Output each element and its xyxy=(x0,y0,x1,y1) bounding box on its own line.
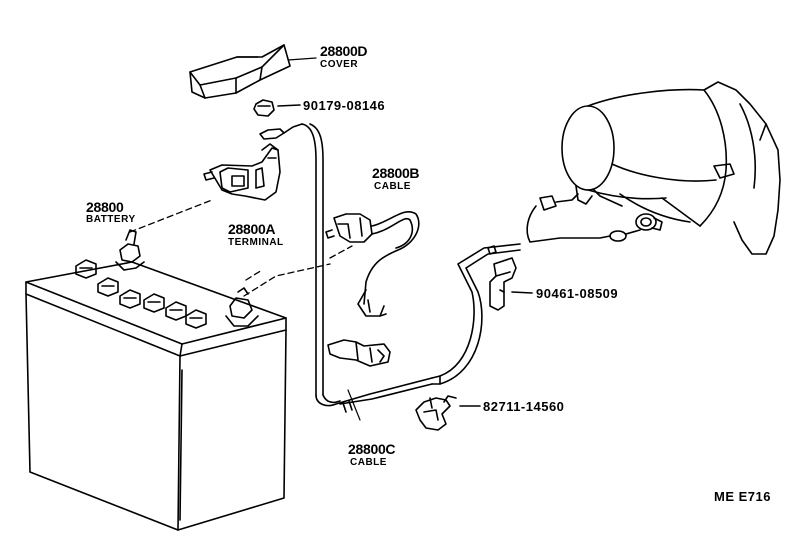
diagram-code: ME E716 xyxy=(714,489,771,504)
leader-lines xyxy=(129,199,353,297)
battery-part-number: 28800 xyxy=(86,199,124,215)
cable-b-part-name: CABLE xyxy=(374,181,411,192)
cover-part-name: COVER xyxy=(320,59,359,70)
starter-motor xyxy=(526,81,781,255)
terminal-part-number: 28800A xyxy=(228,221,276,237)
cover-part-number: 28800D xyxy=(320,43,368,59)
nut-part-number: 90179-08146 xyxy=(303,98,386,113)
main-cable xyxy=(259,123,521,413)
cable-b-part-number: 28800B xyxy=(372,165,420,181)
clip-part-number: 82711-14560 xyxy=(483,399,565,414)
terminal-part xyxy=(203,143,281,201)
connector-part xyxy=(327,339,391,367)
cover-part xyxy=(189,44,291,99)
clamp-part xyxy=(489,257,533,311)
cable-b-part xyxy=(325,211,420,317)
nut-part xyxy=(253,99,301,117)
label-leaders xyxy=(287,57,361,421)
clamp-part-number: 90461-08509 xyxy=(536,286,619,301)
battery-part-name: BATTERY xyxy=(86,214,136,225)
cable-c-part-number: 28800C xyxy=(348,441,396,457)
clip-part xyxy=(415,395,481,431)
battery-part xyxy=(25,229,287,531)
terminal-part-name: TERMINAL xyxy=(228,237,284,248)
cable-c-part-name: CABLE xyxy=(350,457,387,468)
